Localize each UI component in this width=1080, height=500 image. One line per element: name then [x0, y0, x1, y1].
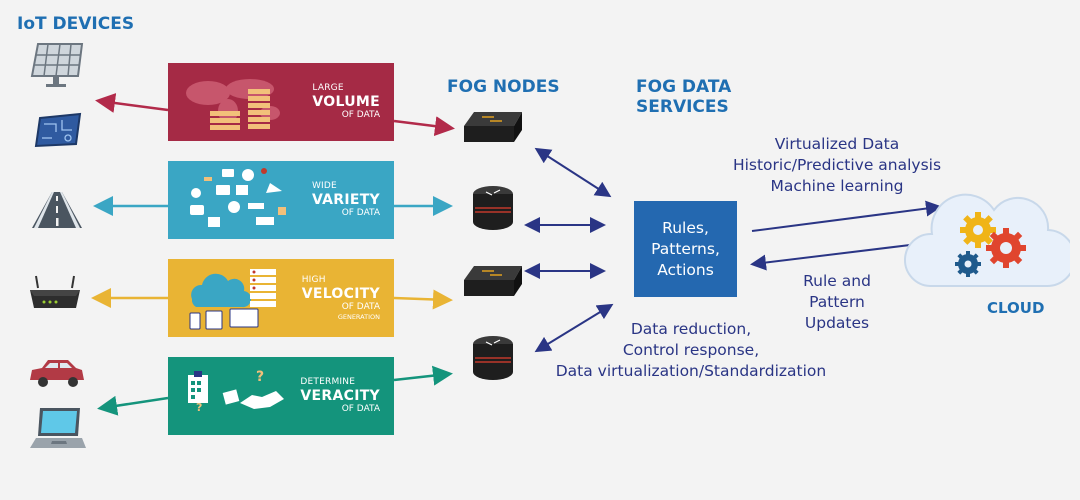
cloud-gears-icon [904, 193, 1070, 288]
iot-devices-heading: IoT DEVICES [17, 14, 135, 34]
fog-node-switch-icon-2 [464, 266, 522, 296]
car-icon [30, 360, 84, 387]
rule-updates-line2: Pattern [809, 293, 865, 311]
world-map-servers-icon [186, 79, 280, 130]
cloud-analytics-notes: Virtualized Data Historic/Predictive ana… [706, 134, 968, 197]
laptop-icon [30, 408, 86, 448]
circuit-board-icon [34, 112, 82, 148]
arrow-node4-services [534, 303, 614, 353]
rules-line3: Actions [657, 260, 714, 279]
svg-text:?: ? [256, 369, 264, 385]
rules-line1: Rules, [662, 218, 709, 237]
media-variety-icon [190, 168, 286, 227]
road-icon [32, 192, 82, 228]
rule-updates-line3: Updates [804, 314, 870, 332]
arrow-from-cloud [750, 244, 911, 271]
reduction-line2: Control response, [622, 341, 760, 359]
fog-node-router-icon [473, 186, 513, 230]
reduction-line3: Data virtualization/Standardization [555, 362, 827, 380]
arrow-volume-left [95, 93, 169, 113]
rule-updates-line1: Rule and [803, 272, 871, 290]
fog-data-services-line1: FOG DATA [636, 77, 732, 97]
arrow-veracity-right [393, 365, 453, 386]
fog-node-switch-icon [464, 112, 522, 142]
panel-velocity: HIGH VELOCITY OF DATA GENERATION [168, 259, 394, 337]
router-device-icon [30, 275, 80, 308]
arrow-volume-right [393, 116, 455, 137]
panel-velocity-text: HIGH VELOCITY OF DATA GENERATION [302, 259, 380, 337]
rules-patterns-actions-box: Rules, Patterns, Actions [634, 201, 737, 297]
svg-text:?: ? [196, 401, 202, 414]
panel-velocity-extra: GENERATION [337, 313, 380, 321]
arrow-veracity-left [97, 395, 169, 416]
fog-node-router-icon-2 [473, 336, 513, 380]
cloud-note-line3: Machine learning [770, 177, 904, 195]
panel-volume-text: LARGE VOLUME OF DATA [312, 63, 380, 141]
panel-veracity-pre: DETERMINE [300, 377, 356, 387]
arrow-velocity-right [393, 289, 453, 310]
data-reduction-notes: Data reduction, Control response, Data v… [530, 319, 852, 382]
panel-velocity-pre: HIGH [301, 275, 326, 285]
fog-data-services-line2: SERVICES [636, 97, 729, 117]
panel-velocity-main: VELOCITY [301, 286, 380, 302]
panel-variety: WIDE VARIETY OF DATA [168, 161, 394, 239]
panel-veracity: ? ? DETERMINE VERACITY OF DATA [168, 357, 394, 435]
arrow-to-cloud [751, 200, 942, 232]
cloud-label: CLOUD [987, 299, 1045, 317]
solar-panel-icon [30, 43, 84, 87]
panel-variety-post: OF DATA [341, 208, 380, 218]
panel-variety-pre: WIDE [311, 181, 337, 191]
panel-veracity-main: VERACITY [300, 388, 380, 404]
panel-variety-main: VARIETY [311, 192, 380, 208]
cloud-servers-icon [189, 269, 276, 330]
rule-updates-notes: Rule and Pattern Updates [782, 271, 892, 334]
panel-volume-main: VOLUME [312, 94, 380, 110]
panel-volume: LARGE VOLUME OF DATA [168, 63, 394, 141]
reduction-line1: Data reduction, [630, 320, 752, 338]
fog-nodes-heading: FOG NODES [447, 77, 560, 97]
panel-veracity-post: OF DATA [341, 404, 380, 414]
arrow-node1-services [534, 147, 612, 198]
panel-veracity-text: DETERMINE VERACITY OF DATA [300, 357, 380, 435]
panel-variety-text: WIDE VARIETY OF DATA [312, 161, 380, 239]
panel-volume-pre: LARGE [312, 83, 344, 93]
cloud-note-line2: Historic/Predictive analysis [732, 156, 942, 174]
panel-volume-post: OF DATA [341, 110, 380, 120]
verification-handshake-icon: ? ? [188, 369, 284, 414]
panel-velocity-post: OF DATA [341, 302, 380, 312]
fog-data-services-heading: FOG DATA SERVICES [636, 77, 731, 117]
rules-line2: Patterns, [651, 239, 720, 258]
cloud-note-line1: Virtualized Data [774, 135, 900, 153]
